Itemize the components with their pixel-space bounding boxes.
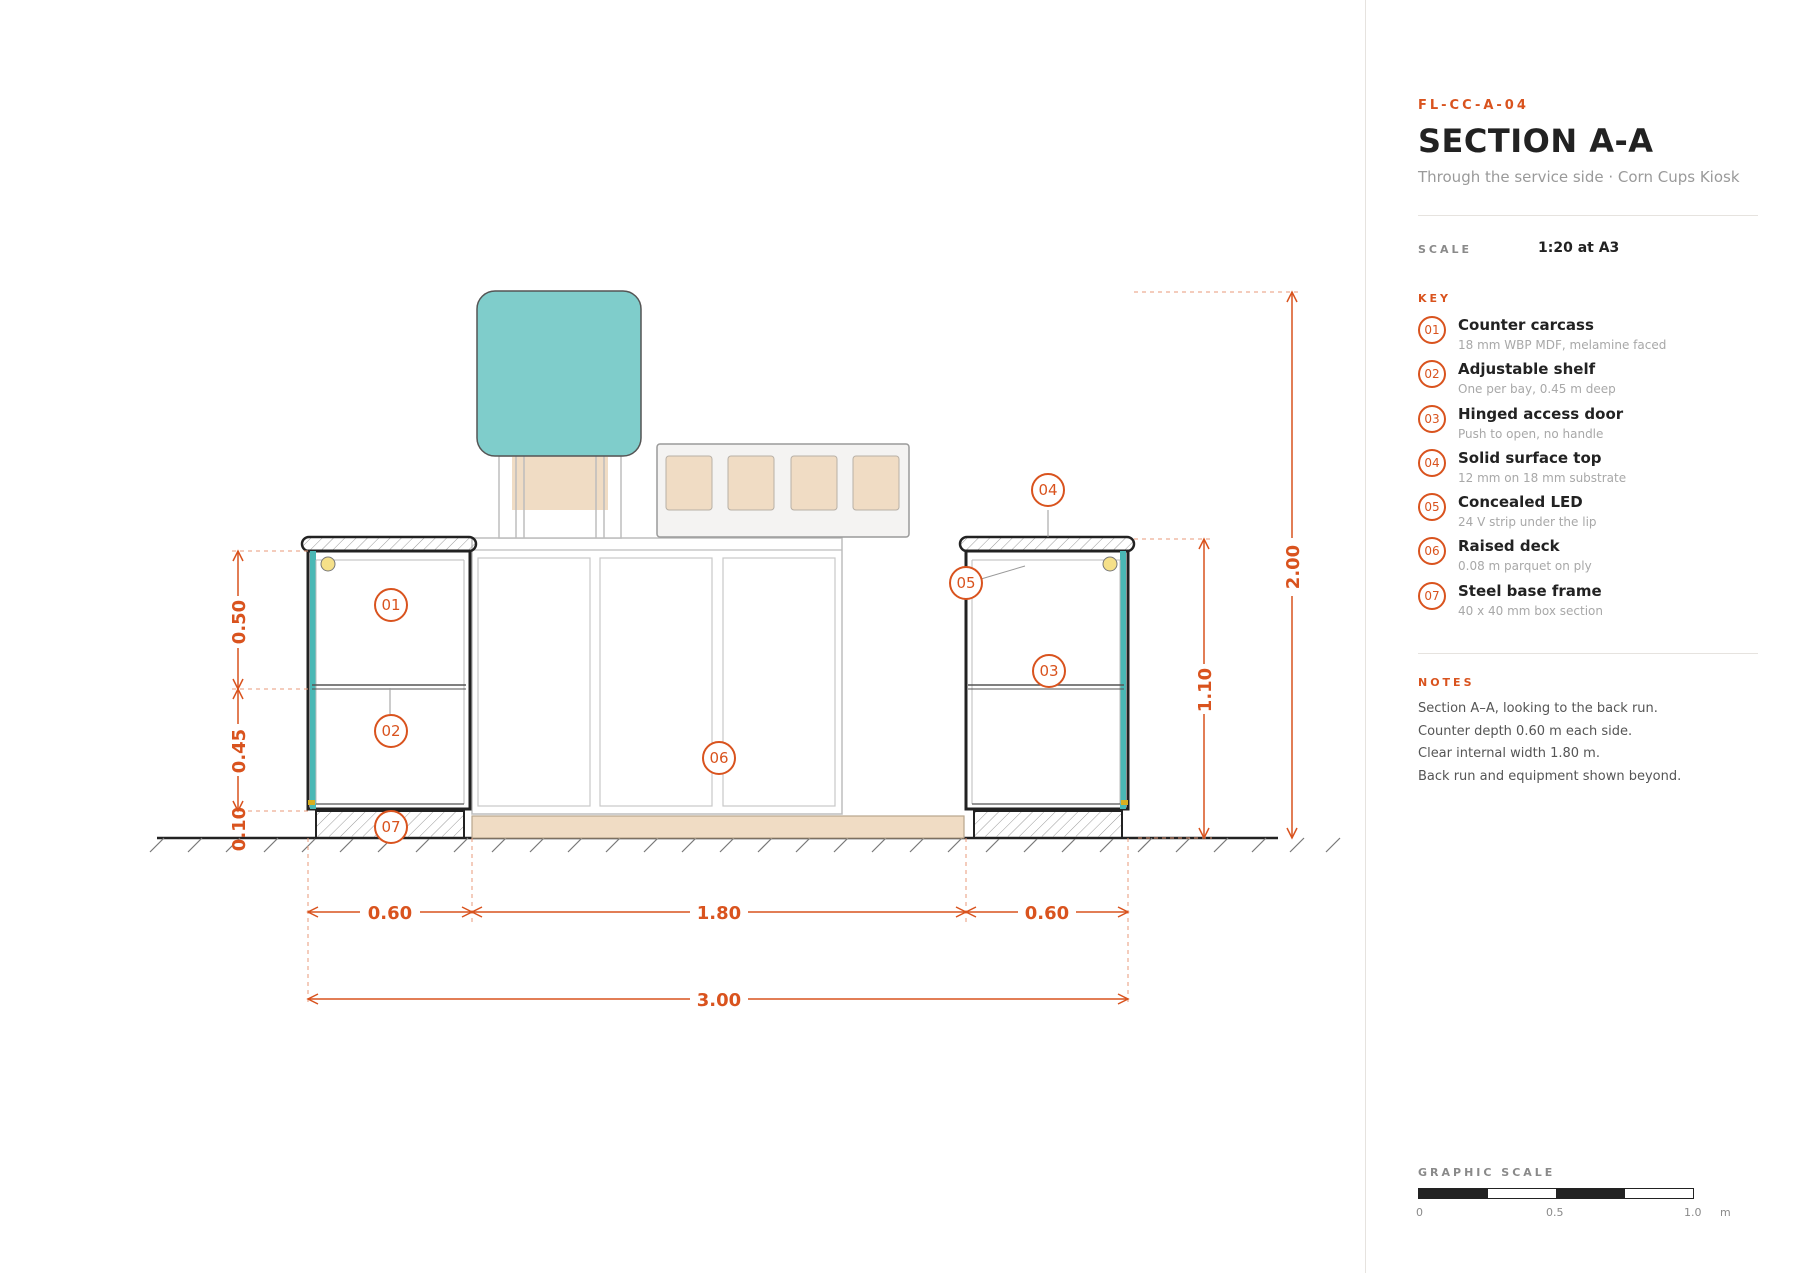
key-item: 05 Concealed LED 24 V strip under the li…: [1418, 493, 1758, 537]
key-name: Adjustable shelf: [1458, 360, 1596, 379]
tag-06: 06: [702, 741, 736, 775]
dimension-lines: [232, 290, 1298, 1005]
title-block-panel: FL-CC-A-04 SECTION A-A Through the servi…: [1365, 0, 1800, 1273]
graphic-scale-tick: 1.0: [1684, 1206, 1702, 1219]
key-badge: 06: [1418, 537, 1446, 566]
key-item: 04 Solid surface top 12 mm on 18 mm subs…: [1418, 448, 1758, 493]
key-badge: 04: [1418, 448, 1446, 477]
graphic-scale-tick: 0: [1416, 1206, 1423, 1219]
graphic-scale-segment: [1556, 1189, 1625, 1198]
graphic-scale-title: GRAPHIC SCALE: [1418, 1166, 1556, 1179]
tag-01-label: 01: [381, 596, 400, 614]
sheet-subtitle: Through the service side · Corn Cups Kio…: [1418, 168, 1740, 186]
key-title: KEY: [1418, 292, 1452, 305]
tag-07-label: 07: [381, 818, 400, 836]
dim-upper-height: 0.50: [229, 600, 250, 644]
dim-left-width: 0.60: [368, 903, 412, 924]
divider: [1418, 653, 1758, 654]
key-item: 02 Adjustable shelf One per bay, 0.45 m …: [1418, 360, 1758, 404]
key-desc: 18 mm WBP MDF, melamine faced: [1458, 338, 1667, 352]
key-name: Steel base frame: [1458, 581, 1602, 600]
key-badge: 05: [1418, 493, 1446, 522]
key-desc: 24 V strip under the lip: [1458, 515, 1597, 530]
drawing-code: FL-CC-A-04: [1418, 98, 1529, 113]
graphic-scale-tick: 0.5: [1546, 1206, 1564, 1219]
key-list: 01 Counter carcass 18 mm WBP MDF, melami…: [1418, 316, 1758, 626]
notes-list: Section A–A, looking to the back run. Co…: [1418, 700, 1758, 791]
notes-title: NOTES: [1418, 676, 1475, 689]
tag-03: 03: [1032, 654, 1066, 688]
ground-line: [149, 836, 1341, 853]
back-equipment-machine: [476, 290, 642, 539]
dim-base-height: 0.10: [229, 807, 250, 851]
tag-05-label: 05: [956, 574, 975, 592]
graphic-scale-segment: [1488, 1189, 1557, 1198]
note-line: Section A–A, looking to the back run.: [1418, 701, 1658, 716]
key-desc: Push to open, no handle: [1458, 426, 1604, 441]
graphic-scale-segment: [1625, 1189, 1694, 1198]
key-badge: 03: [1418, 404, 1446, 433]
scale-value: 1:20 at A3: [1538, 240, 1620, 256]
key-name: Hinged access door: [1458, 404, 1624, 423]
note-line: Counter depth 0.60 m each side.: [1418, 723, 1633, 739]
divider: [1418, 215, 1758, 216]
key-badge: 01: [1418, 316, 1446, 344]
extension-lines: [232, 291, 1300, 1006]
key-desc: 12 mm on 18 mm substrate: [1458, 470, 1627, 485]
tag-06-label: 06: [709, 749, 728, 767]
tag-07: 07: [374, 810, 408, 844]
left-counter: [300, 535, 478, 839]
key-item: 03 Hinged access door Push to open, no h…: [1418, 404, 1758, 449]
tag-02-label: 02: [381, 722, 400, 740]
sheet-title: SECTION A-A: [1418, 122, 1654, 160]
note-line: Back run and equipment shown beyond.: [1418, 769, 1682, 785]
graphic-scale-ticks: 0 0.5 1.0 m: [1416, 1206, 1748, 1222]
key-name: Counter carcass: [1458, 316, 1594, 334]
tag-01: 01: [374, 588, 408, 622]
key-item: 01 Counter carcass 18 mm WBP MDF, melami…: [1418, 316, 1758, 360]
back-cup-display: [656, 443, 910, 538]
key-badge: 02: [1418, 360, 1446, 389]
graphic-scale-bar: [1418, 1188, 1694, 1199]
section-drawing: 0.60 1.80 0.60 3.00 0.50 0.45 0.10 1.10 …: [149, 290, 1341, 1011]
dim-overall-width: 3.00: [697, 990, 741, 1011]
key-desc: One per bay, 0.45 m deep: [1458, 382, 1616, 397]
graphic-scale-unit: m: [1720, 1206, 1731, 1219]
graphic-scale-segment: [1419, 1189, 1488, 1198]
key-name: Solid surface top: [1458, 448, 1602, 467]
tag-04: 04: [1031, 473, 1065, 507]
dim-right-width: 0.60: [1025, 903, 1069, 924]
dim-center-width: 1.80: [697, 903, 741, 924]
raised-deck: [471, 815, 965, 839]
dim-counter-height: 1.10: [1195, 668, 1216, 712]
tag-05: 05: [949, 566, 983, 600]
key-desc: 0.08 m parquet on ply: [1458, 559, 1592, 574]
note-line: Clear internal width 1.80 m.: [1418, 746, 1600, 762]
key-name: Concealed LED: [1458, 493, 1583, 512]
dim-shelf-height: 0.45: [229, 729, 250, 773]
key-badge: 07: [1418, 581, 1446, 610]
tag-03-label: 03: [1039, 662, 1058, 680]
tag-04-label: 04: [1038, 481, 1057, 499]
key-item: 06 Raised deck 0.08 m parquet on ply: [1418, 537, 1758, 581]
back-run-cabinets: [471, 537, 843, 815]
key-item: 07 Steel base frame 40 x 40 mm box secti…: [1418, 581, 1758, 626]
scale-label: SCALE: [1418, 243, 1473, 256]
tag-02: 02: [374, 714, 408, 748]
dim-overall-height: 2.00: [1283, 545, 1304, 589]
section-svg: 0.60 1.80 0.60 3.00 0.50 0.45 0.10 1.10 …: [149, 290, 1341, 1011]
key-desc: 40 x 40 mm box section: [1458, 603, 1604, 618]
key-name: Raised deck: [1458, 537, 1560, 556]
